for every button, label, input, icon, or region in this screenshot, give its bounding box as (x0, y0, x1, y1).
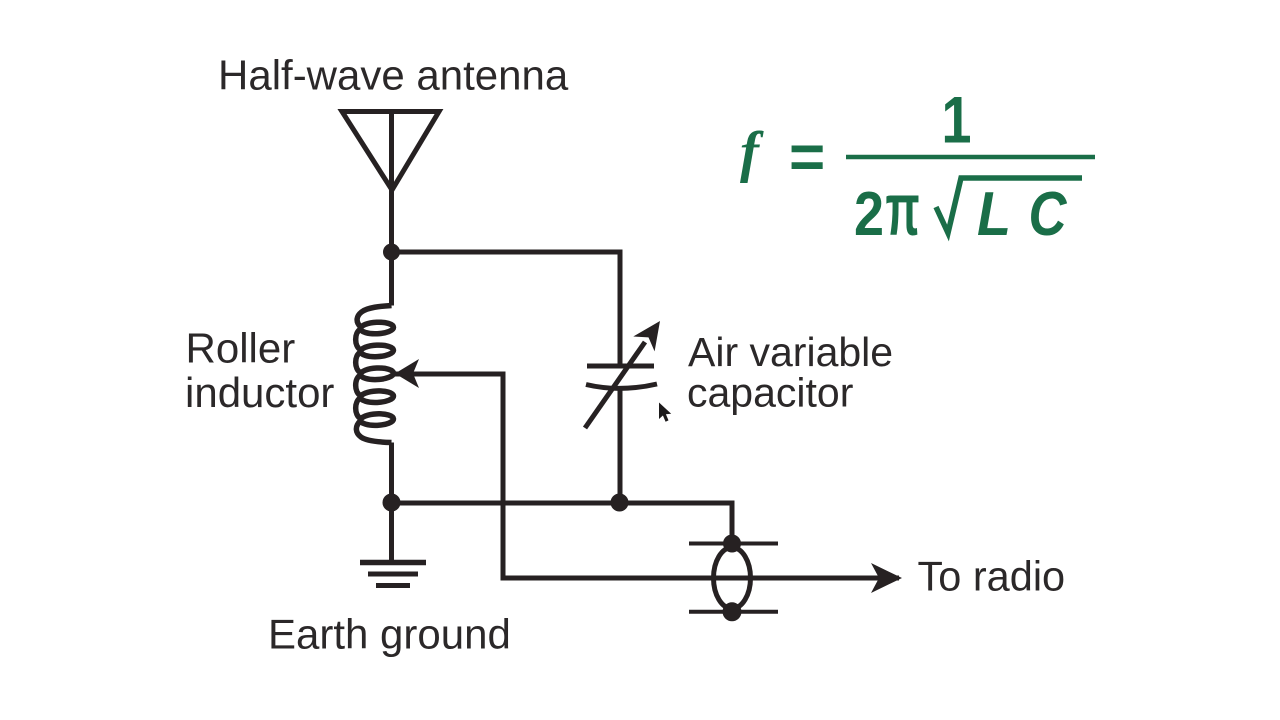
svg-text:Air variable: Air variable (688, 329, 893, 375)
svg-text:π: π (886, 168, 920, 252)
svg-text:To radio: To radio (918, 553, 1066, 600)
svg-text:C: C (1029, 180, 1068, 249)
svg-text:L: L (977, 180, 1011, 249)
svg-text:Earth ground: Earth ground (268, 611, 511, 658)
svg-text:Half-wave antenna: Half-wave antenna (218, 52, 569, 99)
svg-text:1: 1 (942, 83, 972, 157)
svg-text:inductor: inductor (185, 369, 334, 416)
svg-text:Roller: Roller (186, 325, 296, 372)
svg-text:=: = (789, 123, 825, 192)
svg-text:capacitor: capacitor (687, 370, 853, 416)
svg-text:2: 2 (854, 180, 884, 249)
